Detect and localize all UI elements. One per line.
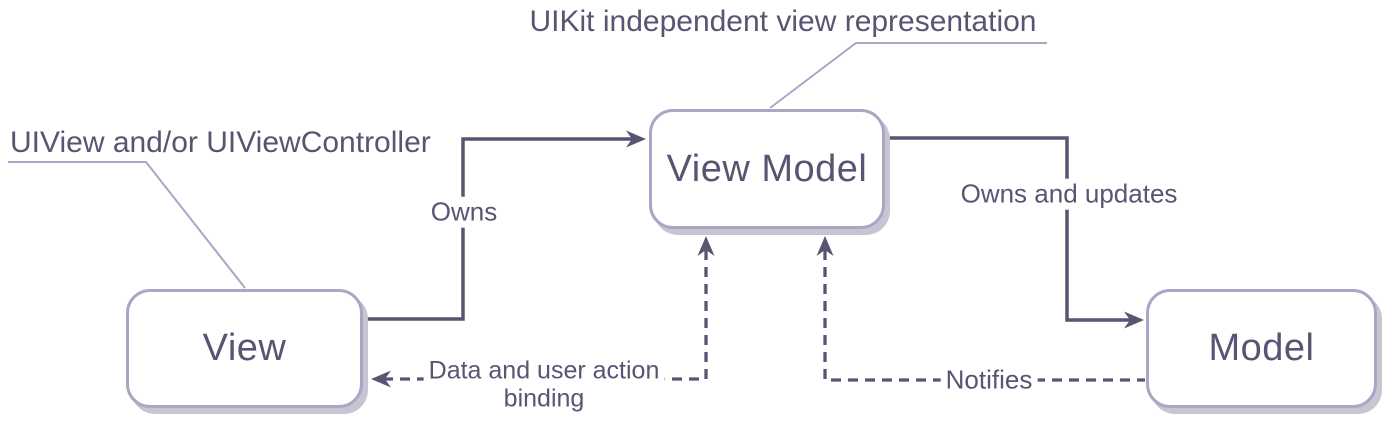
uikit-annotation: UIKit independent view representation <box>529 5 1037 39</box>
binding-edge-label-line2: binding <box>503 384 585 412</box>
uiview-annotation-leader-line <box>8 161 246 289</box>
owns-edge-line <box>364 137 634 321</box>
owns-updates-edge-label: Owns and updates <box>955 178 1183 210</box>
binding-edge-label: Data and user action binding <box>423 356 665 414</box>
uiview-annotation: UIView and/or UIViewController <box>10 126 431 160</box>
owns-edge-arrowhead-icon <box>626 130 646 148</box>
node-model: Model <box>1146 289 1377 408</box>
notifies-edge-label: Notifies <box>940 364 1038 396</box>
node-view-model: View Model <box>649 109 885 229</box>
binding-edge-left-arrowhead-icon <box>371 370 391 388</box>
owns-edge-label: Owns <box>425 196 503 228</box>
binding-edge-up-arrowhead-icon <box>697 236 715 256</box>
node-view-model-label: View Model <box>666 147 868 190</box>
owns-updates-edge-arrowhead-icon <box>1124 311 1144 329</box>
node-view-label: View <box>202 327 287 369</box>
notifies-edge-line <box>823 250 1145 382</box>
uikit-annotation-leader-line <box>769 42 1047 109</box>
node-model-label: Model <box>1208 327 1315 369</box>
binding-edge-label-line1: Data and user action <box>428 356 660 385</box>
node-view: View <box>126 289 363 408</box>
notifies-edge-up-arrowhead-icon <box>816 236 834 256</box>
owns-updates-edge-line <box>886 136 1132 322</box>
